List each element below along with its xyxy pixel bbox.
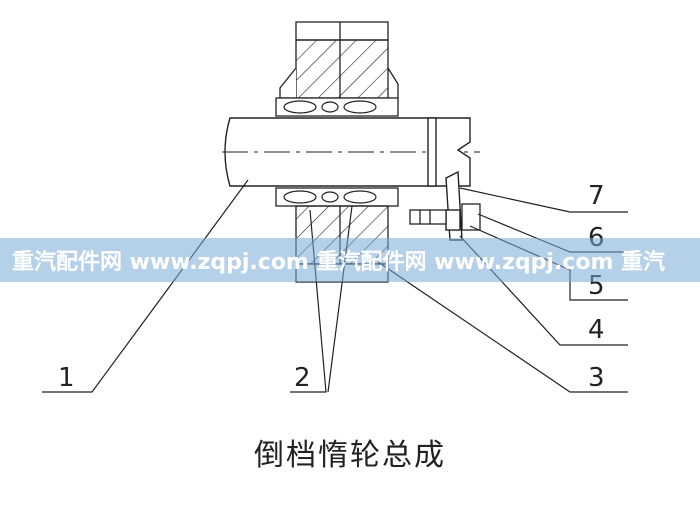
lower-needle-bearings [283,190,377,204]
upper-needle-bearings [283,100,377,114]
watermark-banner: 重汽配件网 www.zqpj.com 重汽配件网 www.zqpj.com 重汽 [0,238,700,282]
callout-7: 7 [588,181,605,211]
callout-1: 1 [58,363,75,393]
watermark-text: 重汽配件网 www.zqpj.com 重汽配件网 www.zqpj.com 重汽 [12,250,666,275]
callout-3: 3 [588,363,605,393]
callout-2: 2 [294,363,311,393]
drawing-title: 倒档惰轮总成 [254,438,446,473]
idler-shaft [222,117,480,187]
callout-4: 4 [588,315,605,345]
bolt [409,203,481,231]
